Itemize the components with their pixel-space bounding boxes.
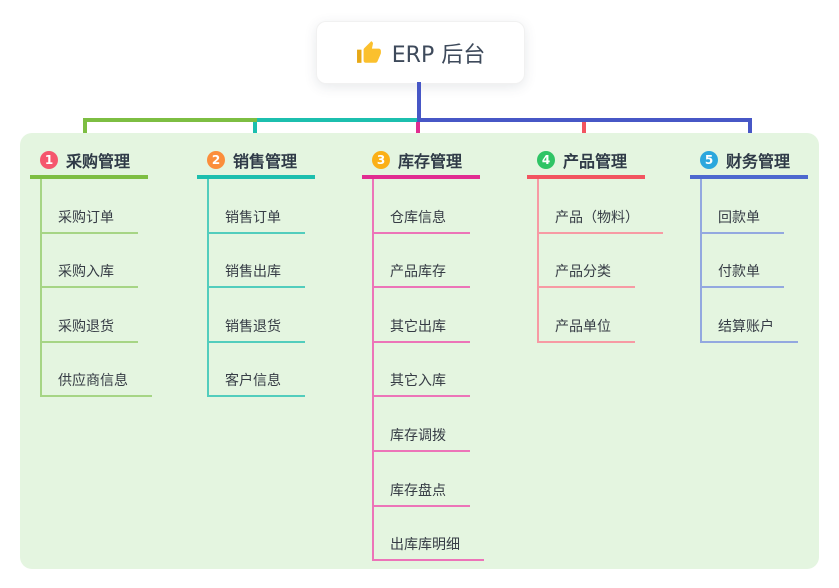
mindmap-panel: 1 采购管理 采购订单 采购入库 采购退货 供应商信息 2 销售管理 销售订单 …	[20, 133, 819, 569]
mindmap-item[interactable]: 出库库明细	[374, 507, 484, 562]
branch-number-badge: 1	[40, 151, 58, 169]
mindmap-item[interactable]: 采购入库	[42, 234, 138, 289]
branch-label: 销售管理	[233, 152, 298, 171]
mindmap-item[interactable]: 库存调拨	[374, 397, 470, 452]
mindmap-item[interactable]: 客户信息	[209, 343, 305, 398]
mindmap-item[interactable]: 销售退货	[209, 288, 305, 343]
branch-number-badge: 4	[537, 151, 555, 169]
branch-number-badge: 3	[372, 151, 390, 169]
branch-product-header[interactable]: 4 产品管理	[527, 145, 645, 179]
mindmap-item[interactable]: 销售订单	[209, 179, 305, 234]
branch-finance-items: 回款单 付款单 结算账户	[700, 179, 808, 343]
branch-label: 库存管理	[398, 152, 463, 171]
branch-number-badge: 2	[207, 151, 225, 169]
mindmap-item[interactable]: 产品（物料）	[539, 179, 663, 234]
branch-finance-header[interactable]: 5 财务管理	[690, 145, 808, 179]
branch-label: 产品管理	[563, 152, 628, 171]
branch-inventory-header[interactable]: 3 库存管理	[362, 145, 480, 179]
branch-label: 财务管理	[726, 152, 791, 171]
branch-number-badge: 5	[700, 151, 718, 169]
mindmap-item[interactable]: 结算账户	[702, 288, 798, 343]
trunk-line	[417, 82, 421, 122]
mindmap-item[interactable]: 库存盘点	[374, 452, 470, 507]
mindmap-item[interactable]: 其它入库	[374, 343, 470, 398]
mindmap-item[interactable]: 产品库存	[374, 234, 470, 289]
mindmap-item[interactable]: 产品分类	[539, 234, 635, 289]
branch-purchase-items: 采购订单 采购入库 采购退货 供应商信息	[40, 179, 152, 398]
mindmap-item[interactable]: 供应商信息	[42, 343, 152, 398]
branch-inventory-items: 仓库信息 产品库存 其它出库 其它入库 库存调拨 库存盘点 出库库明细	[372, 179, 484, 562]
mindmap-item[interactable]: 仓库信息	[374, 179, 470, 234]
horizontal-connector-segment	[257, 118, 417, 122]
mindmap-item[interactable]: 付款单	[702, 234, 784, 289]
root-label: ERP 后台	[391, 42, 486, 68]
mindmap-item[interactable]: 采购退货	[42, 288, 138, 343]
branch-sales-items: 销售订单 销售出库 销售退货 客户信息	[207, 179, 315, 398]
thumbs-up-icon	[356, 40, 381, 63]
root-node[interactable]: ERP 后台	[316, 21, 525, 84]
horizontal-connector-segment	[83, 118, 257, 122]
mindmap-item[interactable]: 产品单位	[539, 288, 635, 343]
mindmap-item[interactable]: 采购订单	[42, 179, 138, 234]
branch-product-items: 产品（物料） 产品分类 产品单位	[537, 179, 663, 343]
branch-finance: 5 财务管理 回款单 付款单 结算账户	[690, 145, 808, 343]
branch-purchase-header[interactable]: 1 采购管理	[30, 145, 148, 179]
branch-label: 采购管理	[66, 152, 131, 171]
branch-sales: 2 销售管理 销售订单 销售出库 销售退货 客户信息	[197, 145, 315, 398]
horizontal-connector-segment	[417, 118, 752, 122]
mindmap-item[interactable]: 其它出库	[374, 288, 470, 343]
mindmap-item[interactable]: 销售出库	[209, 234, 305, 289]
mindmap-item[interactable]: 回款单	[702, 179, 784, 234]
branch-sales-header[interactable]: 2 销售管理	[197, 145, 315, 179]
branch-inventory: 3 库存管理 仓库信息 产品库存 其它出库 其它入库 库存调拨 库存盘点 出库库…	[362, 145, 484, 562]
branch-product: 4 产品管理 产品（物料） 产品分类 产品单位	[527, 145, 663, 343]
branch-purchase: 1 采购管理 采购订单 采购入库 采购退货 供应商信息	[30, 145, 152, 398]
